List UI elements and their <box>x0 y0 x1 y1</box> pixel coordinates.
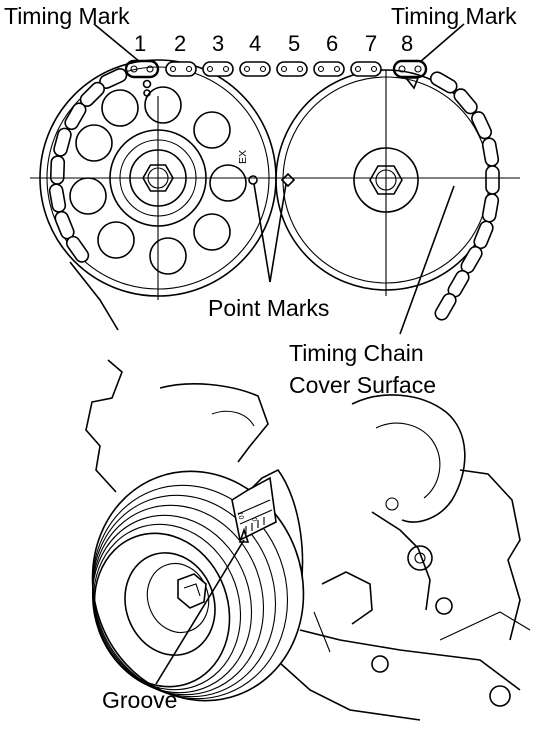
point-mark-right <box>280 172 296 188</box>
marked-link-1 <box>124 59 160 79</box>
scale-mark-10: 10 <box>236 511 244 520</box>
link-number-6: 6 <box>326 31 338 56</box>
chain-top-run <box>165 61 382 77</box>
ex-mark-text: EX <box>237 150 249 164</box>
cover-surface-label-line1: Timing Chain <box>289 340 424 366</box>
chain-right-wrap <box>429 71 500 321</box>
link-number-1: 1 <box>134 31 146 56</box>
right-bolt-head <box>369 165 403 195</box>
center-lines <box>30 70 520 300</box>
groove-label: Groove <box>102 687 177 713</box>
point-mark-left <box>248 175 258 185</box>
crankshaft-pulley <box>91 470 305 702</box>
cover-surface-label-line2: Cover Surface <box>289 372 436 398</box>
link-numbers: 1 2 3 4 5 6 7 8 <box>134 31 413 56</box>
timing-chain <box>48 59 500 331</box>
left-sprocket-holes <box>69 86 247 275</box>
chain-left-tail <box>69 261 119 331</box>
engine-block-outline <box>85 359 531 721</box>
groove-mark <box>238 527 250 543</box>
link-number-3: 3 <box>212 31 224 56</box>
sprocket-timing-marks <box>142 77 420 97</box>
link-number-7: 7 <box>365 31 377 56</box>
chain-left-wrap <box>48 67 128 263</box>
timing-mark-left-label: Timing Mark <box>4 3 130 29</box>
point-marks-label: Point Marks <box>208 295 329 321</box>
point-marks <box>248 172 296 188</box>
pulley-bolt <box>177 573 207 609</box>
groove-leader-line <box>155 539 245 685</box>
leader-lines <box>93 23 465 335</box>
link-number-2: 2 <box>174 31 186 56</box>
link-number-4: 4 <box>249 31 261 56</box>
scale-mark-0: 0 <box>250 517 258 522</box>
marked-link-8 <box>392 59 428 79</box>
link-number-5: 5 <box>288 31 300 56</box>
timing-mark-right-label: Timing Mark <box>391 3 517 29</box>
link-number-8: 8 <box>401 31 413 56</box>
